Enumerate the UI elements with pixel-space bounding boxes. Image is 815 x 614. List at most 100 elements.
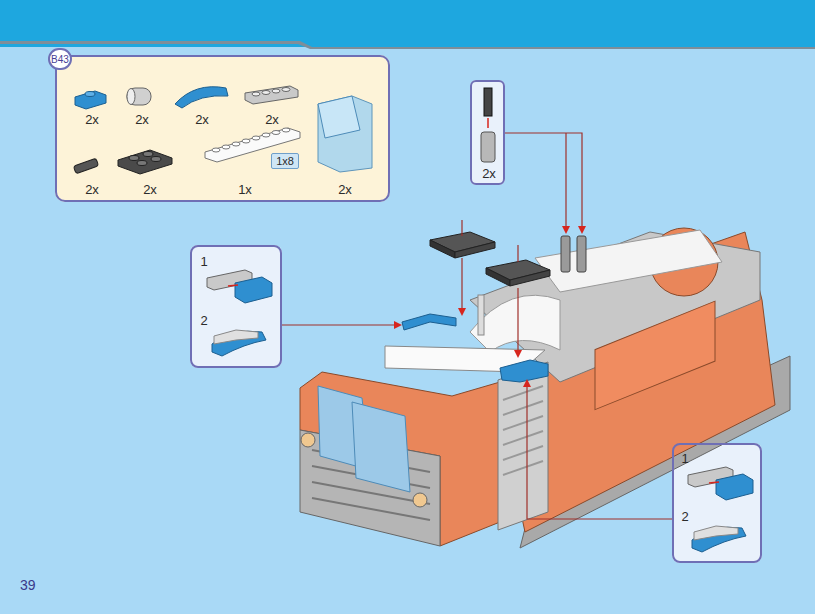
parts-panel: 2x2x2x2x2x2x1x2xB431x8 xyxy=(55,55,390,202)
fire-truck xyxy=(470,295,560,352)
quantity-label: 2x xyxy=(482,166,496,181)
callout-box: 2x xyxy=(470,80,505,185)
fire-truck xyxy=(352,402,410,492)
fire-truck xyxy=(577,236,586,272)
quantity-label: 2 xyxy=(681,509,688,524)
fire-truck xyxy=(478,295,484,335)
fire-truck xyxy=(561,236,570,272)
fire-truck xyxy=(503,401,543,415)
callout-parts xyxy=(214,330,258,344)
callout-parts xyxy=(235,277,272,303)
panel-grounds xyxy=(190,245,282,368)
parts-list xyxy=(85,92,95,97)
parts-list xyxy=(252,136,260,140)
leader-lines xyxy=(517,245,518,262)
fire-truck xyxy=(595,301,715,409)
quantity-label: 1x xyxy=(238,182,252,197)
quantity-label: 1 xyxy=(200,254,207,269)
parts-list xyxy=(262,133,270,137)
arrowheads xyxy=(394,321,402,329)
parts-list xyxy=(212,128,290,152)
quantity-label: 2x xyxy=(143,182,157,197)
parts-list xyxy=(175,87,228,108)
size-tag: 1x8 xyxy=(271,153,299,169)
parts-list xyxy=(129,156,139,161)
callout-parts xyxy=(481,132,495,162)
leader-lines xyxy=(461,220,462,236)
fire-truck xyxy=(430,240,455,258)
step-label: B43 xyxy=(51,52,69,67)
arrowheads xyxy=(458,308,466,316)
panel-grounds xyxy=(55,55,390,202)
fire-truck xyxy=(413,493,427,507)
callout-parts xyxy=(694,526,738,540)
leader-lines xyxy=(527,385,672,519)
callout-parts xyxy=(709,482,719,483)
panel-grounds xyxy=(672,443,762,563)
fire-truck xyxy=(402,314,456,330)
fire-truck xyxy=(503,461,543,475)
parts-list xyxy=(118,150,172,174)
callout-parts xyxy=(484,88,492,116)
parts-list xyxy=(252,92,260,96)
fire-truck xyxy=(300,372,500,546)
arrowheads xyxy=(523,379,531,387)
fire-truck xyxy=(498,362,548,530)
parts-list xyxy=(75,91,106,109)
quantity-label: 2x xyxy=(135,112,149,127)
leader-lines xyxy=(565,133,566,228)
parts-list xyxy=(272,89,280,93)
fire-truck xyxy=(301,433,315,447)
page-number: 39 xyxy=(20,578,36,593)
fire-truck xyxy=(535,230,722,292)
quantity-label: 2 xyxy=(200,313,207,328)
quantity-label: 2x xyxy=(265,112,279,127)
quantity-label: 2x xyxy=(85,112,99,127)
parts-list xyxy=(137,161,147,166)
fire-truck xyxy=(500,360,548,382)
arrowheads xyxy=(514,350,522,358)
callout-parts xyxy=(716,474,753,500)
parts-list xyxy=(282,128,290,132)
fire-truck xyxy=(503,386,543,400)
quantity-label: 2x xyxy=(85,182,99,197)
parts-list xyxy=(222,145,230,149)
parts-list xyxy=(318,96,372,172)
header-bar xyxy=(0,0,815,49)
arrowheads xyxy=(394,226,586,387)
fire-truck xyxy=(312,498,430,520)
fire-truck xyxy=(503,386,543,475)
fire-truck xyxy=(503,446,543,460)
quantity-label: 2x xyxy=(195,112,209,127)
arrowheads xyxy=(578,226,586,234)
parts-list xyxy=(262,91,270,95)
callout-parts xyxy=(487,118,489,128)
parts-list xyxy=(143,152,153,157)
parts-list xyxy=(282,88,290,92)
header-bar xyxy=(0,0,815,47)
fire-truck xyxy=(503,431,543,445)
leader-lines xyxy=(517,288,518,352)
parts-list xyxy=(127,89,135,105)
parts-list xyxy=(245,86,298,104)
parts-list xyxy=(73,86,372,174)
parts-list xyxy=(151,157,161,162)
leader-lines xyxy=(461,258,462,310)
fire-truck xyxy=(510,270,550,286)
parts-list xyxy=(272,131,280,135)
leader-lines xyxy=(505,133,582,228)
leader-lines xyxy=(282,324,396,325)
parts-list xyxy=(318,96,360,138)
fire-truck xyxy=(300,228,790,548)
fire-truck xyxy=(503,416,543,430)
quantity-label: 1 xyxy=(681,451,688,466)
arrowheads xyxy=(562,226,570,234)
panel-grounds xyxy=(470,80,505,185)
parts-list xyxy=(73,158,98,174)
panel-grounds xyxy=(55,55,762,563)
parts-list xyxy=(232,142,240,146)
parts-list xyxy=(127,88,151,105)
callout-box: 12 xyxy=(190,245,282,368)
